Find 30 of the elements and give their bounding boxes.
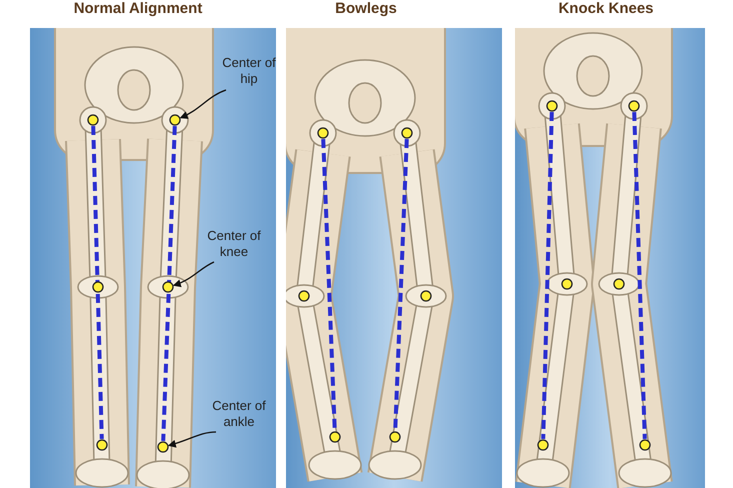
axis-line xyxy=(91,126,104,440)
joint-center-dot xyxy=(157,441,169,453)
callout-text: Center of ankle xyxy=(206,398,272,430)
joint-center-dot xyxy=(389,431,401,443)
joint-center-dot xyxy=(628,100,640,112)
joint-center-dot xyxy=(537,439,549,451)
joint-center-dot xyxy=(162,281,174,293)
joint-center-dot xyxy=(87,114,99,126)
callout-text: Center of hip xyxy=(220,55,278,87)
joint-center-dot xyxy=(329,431,341,443)
panel-title: Normal Alignment xyxy=(74,0,202,17)
joint-center-dot xyxy=(298,290,310,302)
joint-center-dot xyxy=(561,278,573,290)
panel-title: Bowlegs xyxy=(335,0,397,17)
joint-center-dot xyxy=(546,100,558,112)
joint-center-dot xyxy=(639,439,651,451)
joint-center-dot xyxy=(92,281,104,293)
panel-title: Knock Knees xyxy=(558,0,654,17)
joint-center-dot xyxy=(401,127,413,139)
joint-center-dot xyxy=(96,439,108,451)
callout-text: Center of knee xyxy=(203,228,265,260)
joint-center-dot xyxy=(613,278,625,290)
axis-line xyxy=(632,112,647,440)
joint-center-dot xyxy=(169,114,181,126)
axis-line xyxy=(161,126,177,442)
leader-arrow xyxy=(168,431,216,448)
joint-center-dot xyxy=(420,290,432,302)
leader-arrow xyxy=(172,261,214,287)
axis-line xyxy=(541,112,554,440)
joint-center-dot xyxy=(317,127,329,139)
